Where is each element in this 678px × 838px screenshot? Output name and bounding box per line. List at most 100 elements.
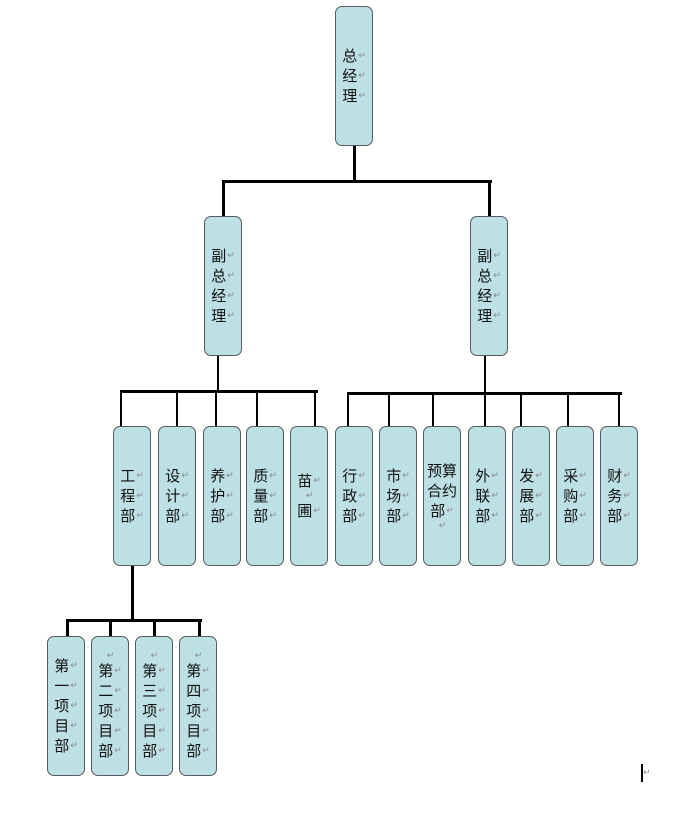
paragraph-mark-icon: ↵	[114, 706, 122, 716]
connector-line	[66, 618, 202, 622]
node-text-line: 目↵	[142, 721, 166, 741]
paragraph-mark-icon: ↵	[158, 686, 166, 696]
node-text-line: 部↵	[563, 506, 587, 526]
org-node-design[interactable]: 设↵计↵部↵	[158, 426, 196, 566]
paragraph-mark-icon: ↵	[227, 291, 235, 301]
node-text-line: 一↵	[54, 676, 78, 696]
node-text-line: 第↵	[98, 661, 122, 681]
paragraph-mark-icon: ↵	[269, 471, 277, 481]
node-label: 计	[165, 487, 181, 505]
node-text-line: 部↵	[120, 506, 144, 526]
paragraph-mark-icon: ↵	[623, 511, 631, 521]
org-node-development[interactable]: 发↵展↵部↵	[512, 426, 550, 566]
node-text-line: 经↵	[342, 66, 366, 86]
paragraph-mark-icon: ↵	[194, 651, 203, 661]
org-node-finance[interactable]: 财↵务↵部↵	[600, 426, 638, 566]
node-text-line: 场↵	[386, 486, 410, 506]
org-node-admin[interactable]: 行↵政↵部↵	[335, 426, 373, 566]
org-node-gm[interactable]: 总↵经↵理↵	[335, 6, 373, 146]
paragraph-mark-icon: ↵	[114, 666, 122, 676]
paragraph-mark-icon: ↵	[181, 471, 189, 481]
node-label: 展	[519, 487, 535, 505]
paragraph-mark-icon: ↵	[402, 471, 410, 481]
node-label: 经	[477, 287, 493, 305]
paragraph-mark-icon: ↵	[493, 291, 501, 301]
org-node-external[interactable]: 外↵联↵部↵	[468, 426, 506, 566]
org-node-project-3[interactable]: ↵第↵三↵项↵目↵部↵	[135, 636, 173, 776]
paragraph-mark-icon: ↵	[579, 511, 587, 521]
org-node-dgm-right[interactable]: 副↵总↵经↵理↵	[470, 216, 508, 356]
node-label: 部	[563, 507, 579, 525]
node-text-line: 目↵	[54, 716, 78, 736]
connector-line	[222, 179, 492, 183]
org-node-project-4[interactable]: ↵第↵四↵项↵目↵部↵	[179, 636, 217, 776]
org-node-project-1[interactable]: 第↵一↵项↵目↵部↵	[47, 636, 85, 776]
org-node-maintenance[interactable]: 养↵护↵部↵	[203, 426, 241, 566]
node-text-line: 财↵	[607, 466, 631, 486]
node-label: 部	[120, 507, 136, 525]
node-label: 场	[386, 487, 402, 505]
org-node-market[interactable]: 市↵场↵部↵	[379, 426, 417, 566]
paragraph-mark-icon: ↵	[491, 471, 499, 481]
paragraph-mark-icon: ↵	[493, 311, 501, 321]
node-text-line: 理↵	[211, 306, 235, 326]
paragraph-mark-icon: ↵	[358, 471, 366, 481]
org-node-quality[interactable]: 质↵量↵部↵	[246, 426, 284, 566]
node-text-line: 部↵	[430, 501, 454, 521]
node-label: 总	[477, 267, 493, 285]
paragraph-mark-icon: ↵	[70, 701, 78, 711]
node-label: 养	[210, 467, 226, 485]
node-label: 质	[253, 467, 269, 485]
node-text-line: 发↵	[519, 466, 543, 486]
paragraph-mark-icon: ↵	[158, 706, 166, 716]
node-label: 预算	[426, 462, 457, 480]
org-node-nursery[interactable]: 苗↵↵圃↵	[290, 426, 328, 566]
org-node-project-2[interactable]: ↵第↵二↵项↵目↵部↵	[91, 636, 129, 776]
node-text-line: 目↵	[186, 721, 210, 741]
node-text-line: 外↵	[475, 466, 499, 486]
node-text-line: 三↵	[142, 681, 166, 701]
paragraph-mark-icon: ↵	[70, 681, 78, 691]
node-text-line: 展↵	[519, 486, 543, 506]
connector-line	[65, 620, 69, 637]
node-label: 总	[342, 47, 358, 65]
paragraph-mark-icon: ↵	[181, 491, 189, 501]
node-text-line: 总↵	[342, 46, 366, 66]
node-text-line: 部↵	[142, 741, 166, 761]
node-text-line: 预算	[427, 461, 457, 481]
connector-line	[120, 389, 318, 393]
org-node-dgm-left[interactable]: 副↵总↵经↵理↵	[204, 216, 242, 356]
node-text-line: 目↵	[98, 721, 122, 741]
connector-line	[520, 393, 522, 427]
node-text-line: 养↵	[210, 466, 234, 486]
org-node-purchasing[interactable]: 采↵购↵部↵	[556, 426, 594, 566]
node-label: 购	[563, 487, 579, 505]
node-label: 财	[607, 467, 623, 485]
paragraph-mark-icon: ↵	[446, 506, 454, 516]
node-text-line: 理↵	[477, 306, 501, 326]
paragraph-mark-icon: ↵	[202, 686, 210, 696]
node-label: 副	[477, 247, 493, 265]
node-text-line: 部↵	[386, 506, 410, 526]
paragraph-mark-icon: ↵	[358, 511, 366, 521]
paragraph-mark-icon: ↵	[202, 726, 210, 736]
node-text-line: 第↵	[142, 661, 166, 681]
node-text-line: 第↵	[54, 656, 78, 676]
paragraph-mark-icon: ↵	[269, 491, 277, 501]
org-node-budget-contract[interactable]: 预算合约部↵↵	[423, 426, 461, 566]
connector-line	[256, 391, 258, 427]
node-label: 目	[54, 717, 70, 735]
paragraph-mark-icon: ↵	[136, 511, 144, 521]
connector-line	[221, 181, 225, 217]
node-text-line: 部↵	[186, 741, 210, 761]
paragraph-mark-icon: ↵	[493, 271, 501, 281]
node-text-line: 合约	[427, 481, 457, 501]
paragraph-mark-icon: ↵	[158, 726, 166, 736]
node-label: 苗	[297, 472, 313, 490]
org-node-engineering[interactable]: 工↵程↵部↵	[113, 426, 151, 566]
node-label: 部	[210, 507, 226, 525]
node-text-line: ↵	[305, 491, 314, 501]
paragraph-mark-icon: ↵	[623, 491, 631, 501]
node-text-line: 程↵	[120, 486, 144, 506]
node-label: 护	[210, 487, 226, 505]
